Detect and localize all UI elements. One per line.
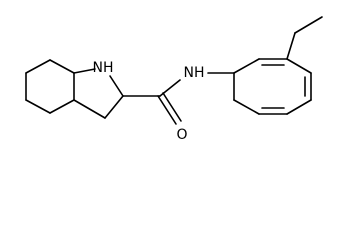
bond-ethyl-1	[286, 32, 296, 60]
bond-hex-5	[25, 99, 51, 114]
bond-benz-1	[233, 58, 260, 74]
bond-ethyl-2	[294, 16, 323, 34]
atom-label-ring-nh: NH	[93, 60, 114, 76]
bond-c2-c3	[104, 95, 124, 119]
atom-label-amide-nh: NH	[184, 65, 205, 81]
bond-c3-c3a	[73, 99, 106, 119]
bond-benz-7	[233, 99, 260, 115]
bond-carbonyl-o-a	[157, 95, 177, 125]
atom-label-carbonyl-o: O	[176, 127, 187, 143]
bond-carbonyl-n	[159, 79, 181, 97]
bond-carbonyl-o-b	[162, 92, 182, 122]
bond-n1-c2	[109, 75, 124, 97]
bond-c7a-n1	[73, 68, 96, 74]
structure-canvas: NH NH O	[25, 16, 323, 143]
bond-hex-1	[25, 59, 51, 74]
bond-benz-3	[286, 58, 312, 74]
bond-hex-2	[49, 59, 75, 74]
molecule-structure: NH NH O	[25, 16, 323, 143]
bond-benz-5	[286, 99, 312, 115]
bond-hex-4	[49, 99, 75, 114]
